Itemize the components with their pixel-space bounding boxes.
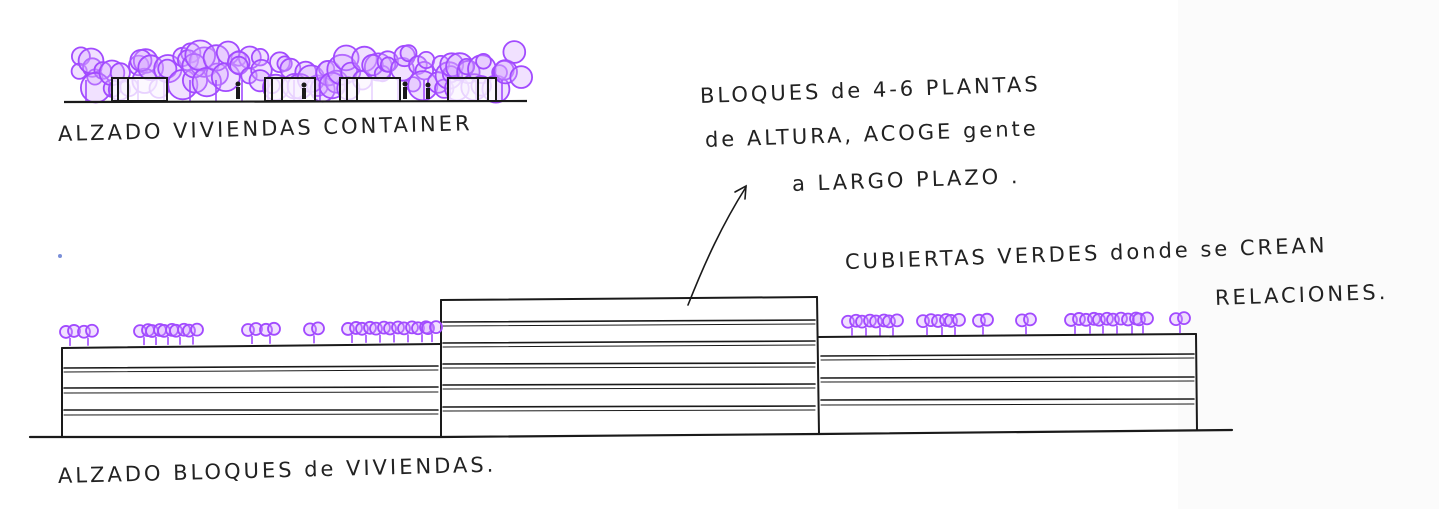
container-people-figures [235, 81, 431, 99]
paper-edge-strip [1178, 0, 1439, 509]
blocks-ground-line [28, 428, 1234, 439]
ink-speck [58, 254, 62, 258]
middle-tall-block [440, 296, 820, 438]
container-ground-line [63, 99, 528, 104]
annotation-arrow [687, 184, 747, 306]
blocks-elevation-drawing [28, 184, 1234, 439]
green-roof-trees [59, 311, 1191, 346]
left-low-block [61, 343, 441, 438]
container-elevation-drawing [63, 39, 534, 104]
right-low-block [818, 333, 1198, 431]
